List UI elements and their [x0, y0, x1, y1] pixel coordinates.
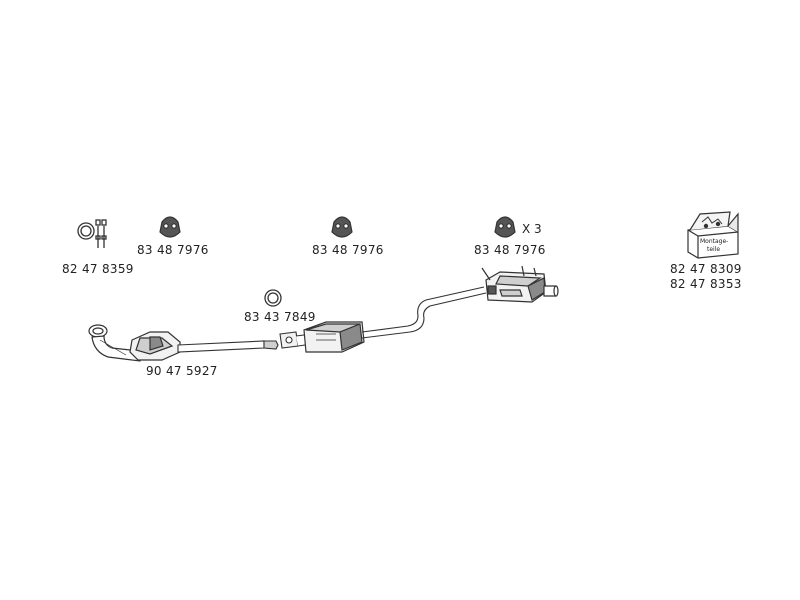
gasket-bolt-kit-icon [77, 219, 107, 248]
part-number-ring-gasket: 83 43 7849 [244, 310, 316, 324]
rubber-hanger-icon-1 [159, 216, 181, 238]
mounting-box-label-2: teile [707, 246, 720, 253]
part-number-mounting-kit-1: 82 47 8309 [670, 262, 742, 276]
rubber-hanger-icon-2 [331, 216, 353, 238]
part-number-hanger-1: 83 48 7976 [137, 243, 209, 257]
mounting-box-label-1: Montage- [700, 238, 728, 245]
rear-muffler-icon [481, 265, 559, 303]
front-catalyst-icon [129, 331, 181, 361]
mounting-kit-box-icon: Montage- teile [687, 211, 739, 259]
part-number-gasket-bolt-kit: 82 47 8359 [62, 262, 134, 276]
rubber-hanger-icon-3 [494, 216, 516, 238]
part-number-mounting-kit-2: 82 47 8353 [670, 277, 742, 291]
hanger-3-quantity: X 3 [522, 222, 542, 236]
part-number-hanger-2: 83 48 7976 [312, 243, 384, 257]
part-number-hanger-3: 83 48 7976 [474, 243, 546, 257]
center-catalyst-icon [303, 321, 365, 353]
ring-gasket-icon [264, 289, 282, 307]
part-number-front-pipe: 90 47 5927 [146, 364, 218, 378]
intermediate-pipe-icon [177, 340, 279, 353]
rear-pipe-icon [361, 286, 487, 339]
front-pipe-icon [88, 324, 141, 362]
